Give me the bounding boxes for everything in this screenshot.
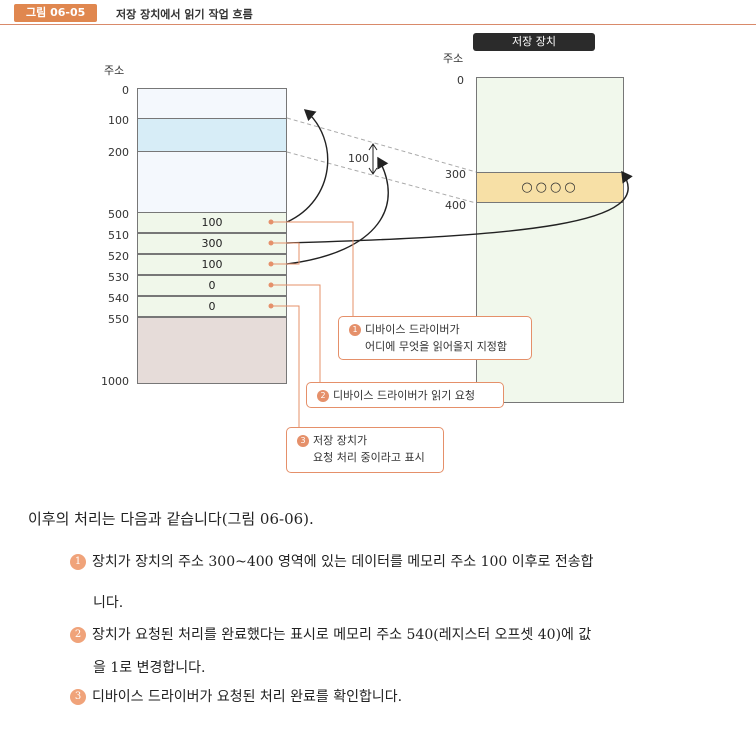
device-address: 0	[457, 74, 464, 87]
body-item-1-text: 장치가 장치의 주소 300~400 영역에 있는 데이터를 메모리 주소 10…	[92, 554, 594, 570]
size-label: 100	[348, 152, 369, 165]
body-item-1: 1 장치가 장치의 주소 300~400 영역에 있는 데이터를 메모리 주소 1…	[70, 551, 594, 571]
memory-address: 200	[108, 146, 129, 159]
memory-address: 530	[108, 271, 129, 284]
size-bracket-arrow-up	[368, 143, 378, 151]
leader-callout-1b	[271, 242, 300, 265]
curve-arrow-520-to-size	[286, 156, 389, 265]
body-item-2-cont: 을 1로 변경합니다.	[93, 660, 206, 676]
callout-1: 1 디바이스 드라이버가 어디에 무엇을 읽어올지 지정함	[338, 316, 532, 360]
body-item-3-text: 디바이스 드라이버가 요청된 처리 완료를 확인합니다.	[92, 689, 403, 705]
memory-address-label: 주소	[104, 64, 125, 77]
body-item-1-cont: 니다.	[93, 595, 124, 611]
body-item-2: 2 장치가 요청된 처리를 완료했다는 표시로 메모리 주소 540(레지스터 오…	[70, 624, 591, 644]
device-address-label: 주소	[443, 52, 464, 65]
memory-address: 1000	[101, 375, 129, 388]
curve-arrow-510-to-device	[286, 170, 633, 244]
item-number-1: 1	[70, 554, 86, 570]
size-bracket-arrow-down	[368, 167, 378, 175]
device-name-tag: 저장 장치	[473, 33, 595, 51]
memory-address: 550	[108, 313, 129, 326]
leader-dot	[268, 261, 274, 267]
memory-address: 510	[108, 229, 129, 242]
memory-unused-region	[137, 317, 287, 384]
callout-3: 3 저장 장치가 요청 처리 중이라고 표시	[286, 427, 444, 473]
callout-2-line-1: 디바이스 드라이버가 읽기 요청	[333, 389, 476, 402]
callout-1-line-1: 디바이스 드라이버가	[365, 323, 460, 336]
memory-address: 540	[108, 292, 129, 305]
memory-buffer-region	[137, 118, 287, 152]
leader-dot	[268, 303, 274, 309]
register-500: 100	[137, 212, 287, 233]
dashed-map-line-top	[286, 117, 477, 173]
curve-arrow-500-to-100	[286, 109, 329, 223]
device-address: 400	[445, 199, 466, 212]
body-item-3: 3 디바이스 드라이버가 요청된 처리 완료를 확인합니다.	[70, 686, 402, 706]
body-intro: 이후의 처리는 다음과 같습니다(그림 06-06).	[28, 510, 314, 528]
callout-number-2: 2	[317, 390, 329, 402]
register-530: 0	[137, 275, 287, 296]
leader-dot	[268, 282, 274, 288]
leader-dot	[268, 219, 274, 225]
leader-callout-3	[271, 305, 300, 428]
figure-title: 저장 장치에서 읽기 작업 흐름	[116, 8, 253, 21]
memory-address: 0	[122, 84, 129, 97]
leader-dot	[268, 240, 274, 246]
leader-callout-2	[271, 284, 321, 384]
register-520: 100	[137, 254, 287, 275]
leader-callout-1	[271, 221, 354, 318]
figure-number-badge: 그림 06-05	[14, 4, 98, 22]
device-address: 300	[445, 168, 466, 181]
memory-address: 520	[108, 250, 129, 263]
callout-number-1: 1	[349, 324, 361, 336]
dashed-map-line-bottom	[286, 151, 477, 204]
item-number-3: 3	[70, 689, 86, 705]
device-data-region: ○○○○	[476, 172, 624, 203]
callout-3-line-1: 저장 장치가	[313, 434, 368, 447]
memory-address: 500	[108, 208, 129, 221]
figure-header	[0, 0, 756, 25]
callout-2: 2 디바이스 드라이버가 읽기 요청	[306, 382, 504, 408]
callout-number-3: 3	[297, 435, 309, 447]
body-item-2-text: 장치가 요청된 처리를 완료했다는 표시로 메모리 주소 540(레지스터 오프…	[92, 627, 592, 643]
callout-1-line-2: 어디에 무엇을 읽어올지 지정함	[365, 340, 508, 353]
callout-3-line-2: 요청 처리 중이라고 표시	[313, 451, 425, 464]
memory-address: 100	[108, 114, 129, 127]
item-number-2: 2	[70, 627, 86, 643]
